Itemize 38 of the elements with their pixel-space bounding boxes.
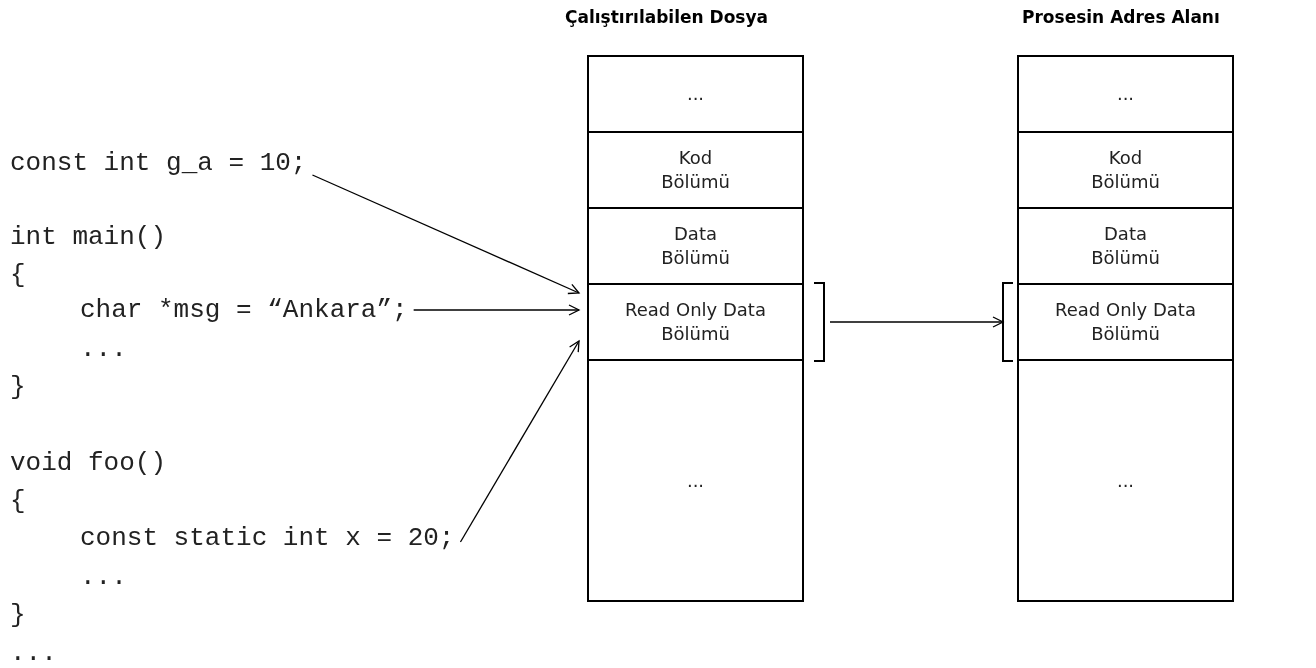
memory-section [1017,55,1234,133]
code-line: ... [80,562,127,592]
column-heading: Prosesin Adres Alanı [1022,6,1220,28]
code-line: int main() [10,222,167,252]
memory-section [587,283,804,361]
code-line: } [10,372,26,402]
section-label: ... [1116,468,1135,493]
code-line: void foo() [10,448,167,478]
section-label: Data Bölümü [660,222,731,270]
code-line: const int g_a = 10; [10,148,307,178]
code-line: char *msg = “Ankara”; [80,295,408,325]
memory-section [1017,207,1234,285]
code-line: ... [10,638,57,668]
section-label: ... [686,468,705,493]
section-label: Kod Bölümü [660,146,731,194]
column-heading: Çalıştırılabilen Dosya [565,6,769,28]
arrow [413,304,580,316]
code-line: { [10,486,26,516]
code-line: ... [80,334,127,364]
section-label: Data Bölümü [1090,222,1161,270]
memory-section [587,359,804,602]
code-line: { [10,260,26,290]
memory-section [587,55,804,133]
code-line: } [10,600,26,630]
memory-section [1017,359,1234,602]
memory-section [587,131,804,209]
section-label: Read Only Data Bölümü [1054,298,1197,346]
section-label: Read Only Data Bölümü [624,298,767,346]
section-label: ... [686,82,705,106]
memory-section [587,207,804,285]
section-label: ... [1116,82,1135,106]
arrow [459,340,580,543]
memory-section [1017,283,1234,361]
section-label: Kod Bölümü [1090,146,1161,194]
memory-section [1017,131,1234,209]
code-line: const static int x = 20; [80,523,455,553]
arrow [829,316,1004,328]
arrow [311,174,580,295]
